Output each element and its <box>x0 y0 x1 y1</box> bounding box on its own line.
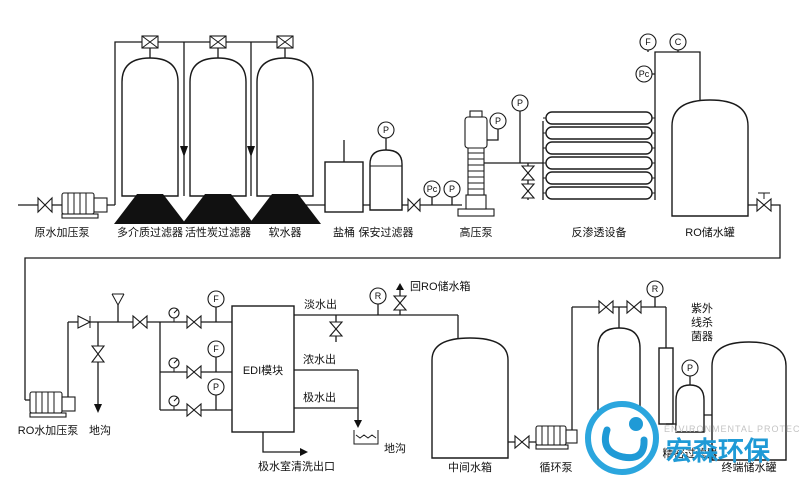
hp-pump-label: 高压泵 <box>460 225 493 239</box>
ro-pump-label: RO水加压泵 <box>18 424 79 437</box>
svg-text:P: P <box>517 98 523 108</box>
tank-outlet-valve-icon <box>756 192 772 213</box>
carbon-label: 活性炭过滤器 <box>185 225 251 239</box>
pressure-controller-icon: Pc <box>423 180 441 198</box>
valve-icon <box>514 434 530 450</box>
ro-booster-pump <box>25 321 160 418</box>
svg-text:Pc: Pc <box>639 69 650 79</box>
edi-label: EDI模块 <box>243 364 283 377</box>
flow-meter-icon: F <box>207 340 225 358</box>
regulating-valves-icon <box>520 163 536 200</box>
carbon-filter-tank <box>182 57 254 224</box>
edi-outputs <box>262 283 459 456</box>
watermark-subtext: ENVIRONMENTAL PROTECTION <box>664 424 800 434</box>
terminal-tank-label: 终端储水罐 <box>722 460 777 474</box>
multimedia-label: 多介质过滤器 <box>117 225 183 239</box>
svg-text:P: P <box>687 363 693 373</box>
uv-label: 紫外 <box>691 302 713 315</box>
edi-feed-manifold <box>159 307 232 418</box>
conc-out-label: 浓水出 <box>303 352 336 366</box>
resistivity-meter-icon: R <box>369 287 387 305</box>
svg-text:R: R <box>375 291 382 301</box>
pressure-gauge-icon: P <box>207 378 225 396</box>
edi-module: EDI模块 <box>231 305 295 433</box>
down-arrow-icon <box>247 146 255 157</box>
circulation-pump <box>535 306 667 450</box>
pressure-gauge-icon: P <box>681 359 699 377</box>
down-arrow-icon <box>180 146 188 157</box>
resistivity-meter-icon: R <box>646 280 664 298</box>
relief-drain-branch <box>90 322 106 413</box>
precision-label: 精密过滤器 <box>663 446 718 460</box>
softener-label: 软水器 <box>269 225 302 239</box>
svg-text:F: F <box>645 37 651 47</box>
top-piping <box>18 41 370 206</box>
pressure-gauge-icon: P <box>511 94 529 112</box>
watermark-brand: 宏森环保 <box>666 436 771 466</box>
conductivity-meter-icon: C <box>669 33 687 51</box>
precision-filter <box>675 376 712 433</box>
terminal-storage-tank <box>711 341 787 461</box>
svg-text:F: F <box>213 294 219 304</box>
svg-text:P: P <box>495 116 501 126</box>
pressure-controller-icon: Pc <box>635 65 653 83</box>
inlet-valve-icon <box>37 196 53 214</box>
salt-barrel <box>324 140 364 213</box>
valve-icon <box>407 197 421 213</box>
svg-text:Pc: Pc <box>427 184 438 194</box>
high-pressure-pump <box>457 110 543 217</box>
drain-label: 地沟 <box>384 442 406 455</box>
circ-pump-label: 循环泵 <box>540 461 573 474</box>
svg-text:P: P <box>383 125 389 135</box>
flow-meter-icon: F <box>207 290 225 308</box>
ro-unit-label: 反渗透设备 <box>572 225 627 239</box>
uv-label: 菌器 <box>691 330 713 343</box>
uv-label: 线杀 <box>691 315 713 329</box>
multimedia-filter-tank <box>114 57 186 224</box>
fresh-out-label: 淡水出 <box>304 297 337 311</box>
svg-text:C: C <box>675 37 682 47</box>
flow-meter-icon: F <box>639 33 657 51</box>
pressure-gauge-icon: P <box>377 121 395 139</box>
drain-label: 地沟 <box>89 424 111 437</box>
svg-text:F: F <box>213 344 219 354</box>
softener-tank <box>249 57 321 224</box>
raw-water-pump <box>61 192 108 219</box>
raw-pump-label: 原水加压泵 <box>35 226 90 239</box>
multiport-valve-icons <box>141 35 294 49</box>
clean-outlet-label: 极水室清洗出口 <box>258 459 335 473</box>
return-ro-label: 回RO储水箱 <box>410 279 471 293</box>
valve-icon <box>132 314 148 330</box>
security-filter <box>369 138 462 211</box>
hongsen-logo-icon <box>585 401 659 475</box>
polar-out-label: 极水出 <box>303 390 336 404</box>
security-label: 保安过滤器 <box>359 225 414 239</box>
svg-text:P: P <box>213 382 219 392</box>
svg-text:P: P <box>449 184 455 194</box>
ro-membrane-rack <box>542 50 701 200</box>
gauge-stems <box>431 197 453 205</box>
svg-text:R: R <box>652 284 659 294</box>
watermark: ENVIRONMENTAL PROTECTION 宏森环保 <box>585 401 800 475</box>
salt-label: 盐桶 <box>333 225 355 239</box>
pressure-gauge-icon: P <box>489 112 507 130</box>
pressure-gauge-icon: P <box>443 180 461 198</box>
check-valve-icon <box>77 315 92 329</box>
mid-tank-label: 中间水箱 <box>448 460 492 474</box>
ro-tank-label: RO储水罐 <box>685 225 735 239</box>
air-vent-icon <box>111 293 125 322</box>
uv-sterilizer <box>658 347 676 425</box>
